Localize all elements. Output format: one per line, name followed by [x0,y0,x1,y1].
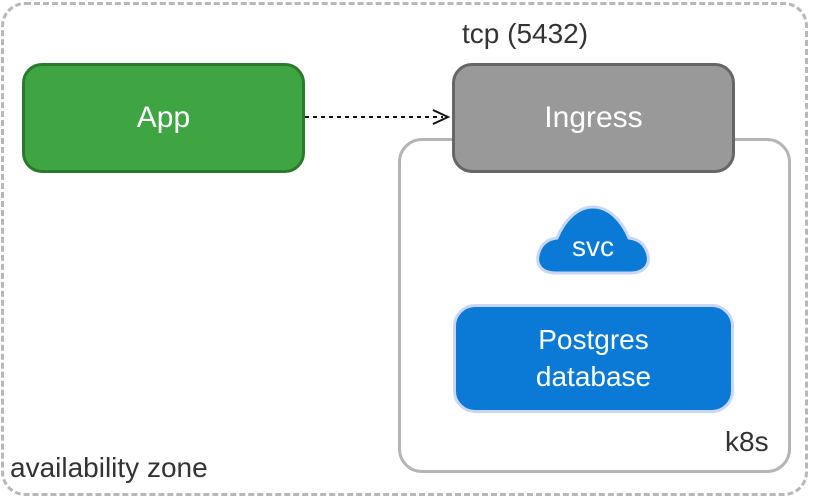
postgres-node-label-line2: database [535,360,652,392]
app-node: App [22,63,305,173]
ingress-node: Ingress [452,63,735,173]
postgres-database-node: Postgres database [453,304,734,413]
postgres-node-label-line1: Postgres [538,324,649,356]
k8s-cluster-label: k8s [725,426,769,457]
app-node-label: App [136,101,191,134]
availability-zone-boundary [1,2,808,496]
svc-node-label: svc [572,231,614,262]
availability-zone-label: availability zone [10,452,208,483]
svc-node: svc [534,203,652,275]
app-to-ingress-arrow [305,109,451,125]
svc-cloud-shape [536,205,650,275]
k8s-cluster-boundary [398,138,791,473]
ingress-node-label: Ingress [544,101,643,134]
connection-protocol-label: tcp (5432) [462,18,589,49]
